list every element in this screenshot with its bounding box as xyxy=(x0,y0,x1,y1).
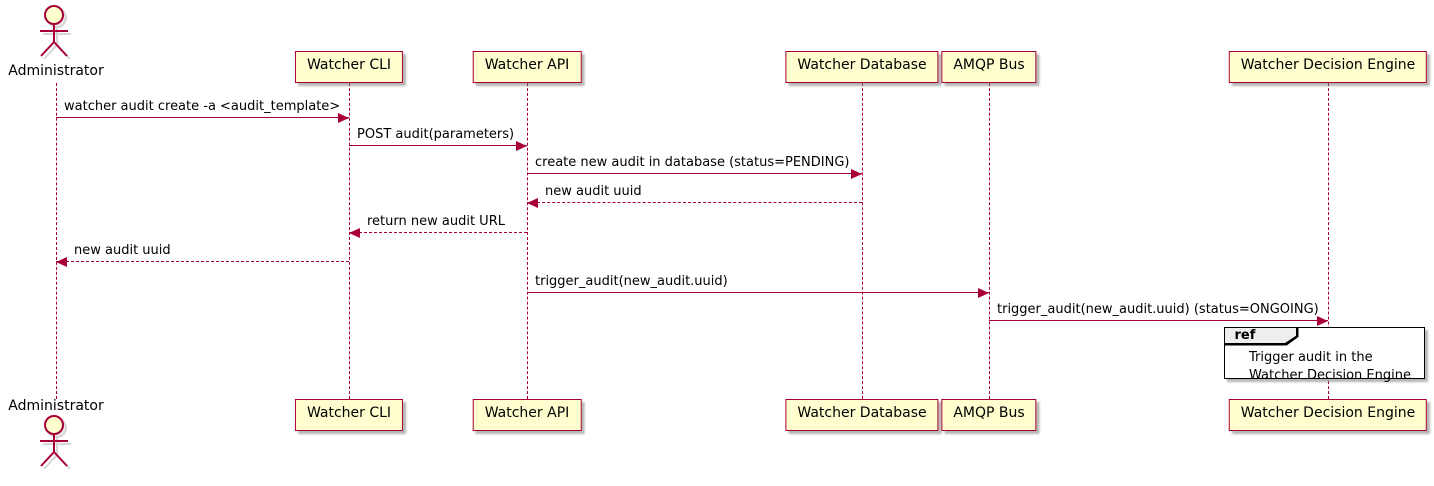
actor-figure-top xyxy=(35,4,77,66)
message-arrowhead xyxy=(516,140,527,151)
participant-box-watcher-api-top: Watcher API xyxy=(472,51,582,83)
lifeline-amqp-bus xyxy=(989,83,990,399)
message-label: POST audit(parameters) xyxy=(357,127,515,142)
participant-box-watcher-database-top: Watcher Database xyxy=(785,51,939,83)
lifeline-administrator xyxy=(56,83,57,399)
participant-box-amqp-bus-top: AMQP Bus xyxy=(941,51,1037,83)
message-arrowhead xyxy=(1317,315,1328,326)
message-label: return new audit URL xyxy=(367,214,505,229)
actor-label-bottom: Administrator xyxy=(8,398,104,414)
message-label: new audit uuid xyxy=(74,243,171,258)
message-label: trigger_audit(new_audit.uuid) xyxy=(535,274,728,289)
message-label: trigger_audit(new_audit.uuid) (status=ON… xyxy=(997,302,1319,317)
lifeline-watcher-database xyxy=(862,83,863,399)
message-arrowhead xyxy=(851,168,862,179)
message-arrowhead xyxy=(349,227,360,238)
actor-icon xyxy=(40,415,71,470)
ref-keyword: ref xyxy=(1224,327,1296,344)
message-label: new audit uuid xyxy=(545,184,642,199)
message-arrow-watcher-audit-create-a-audit-template xyxy=(56,117,349,118)
ref-text-line2: Watcher Decision Engine xyxy=(1249,368,1411,383)
participant-box-watcher-decision-engine-bottom: Watcher Decision Engine xyxy=(1228,399,1428,431)
message-arrow-create-new-audit-in-database-status-pending xyxy=(527,173,862,174)
participant-box-amqp-bus-bottom: AMQP Bus xyxy=(941,399,1037,431)
message-arrowhead xyxy=(338,112,349,123)
participant-box-watcher-database-bottom: Watcher Database xyxy=(785,399,939,431)
actor-label-top: Administrator xyxy=(8,63,104,79)
message-arrowhead xyxy=(56,256,67,267)
participant-box-watcher-cli-bottom: Watcher CLI xyxy=(294,399,404,431)
participant-box-watcher-decision-engine-top: Watcher Decision Engine xyxy=(1228,51,1428,83)
message-arrow-trigger-audit-new-audit-uuid-status-ongoing xyxy=(989,320,1328,321)
ref-header: ref xyxy=(1224,327,1299,346)
participant-box-watcher-api-bottom: Watcher API xyxy=(472,399,582,431)
message-arrowhead xyxy=(527,197,538,208)
message-arrow-return-new-audit-url xyxy=(349,232,527,233)
lifeline-watcher-api xyxy=(527,83,528,399)
message-arrow-new-audit-uuid xyxy=(56,261,349,262)
participant-box-watcher-cli-top: Watcher CLI xyxy=(294,51,404,83)
message-arrow-post-audit-parameters xyxy=(349,145,527,146)
message-arrow-trigger-audit-new-audit-uuid xyxy=(527,292,989,293)
actor-figure-bottom xyxy=(35,414,77,476)
message-label: create new audit in database (status=PEN… xyxy=(535,155,850,170)
ref-text-line1: Trigger audit in the xyxy=(1249,350,1373,365)
actor-icon xyxy=(40,5,71,60)
lifeline-watcher-decision-engine xyxy=(1328,83,1329,399)
message-arrowhead xyxy=(978,287,989,298)
message-arrow-new-audit-uuid xyxy=(527,202,862,203)
message-label: watcher audit create -a <audit_template> xyxy=(64,99,341,114)
lifeline-watcher-cli xyxy=(349,83,350,399)
